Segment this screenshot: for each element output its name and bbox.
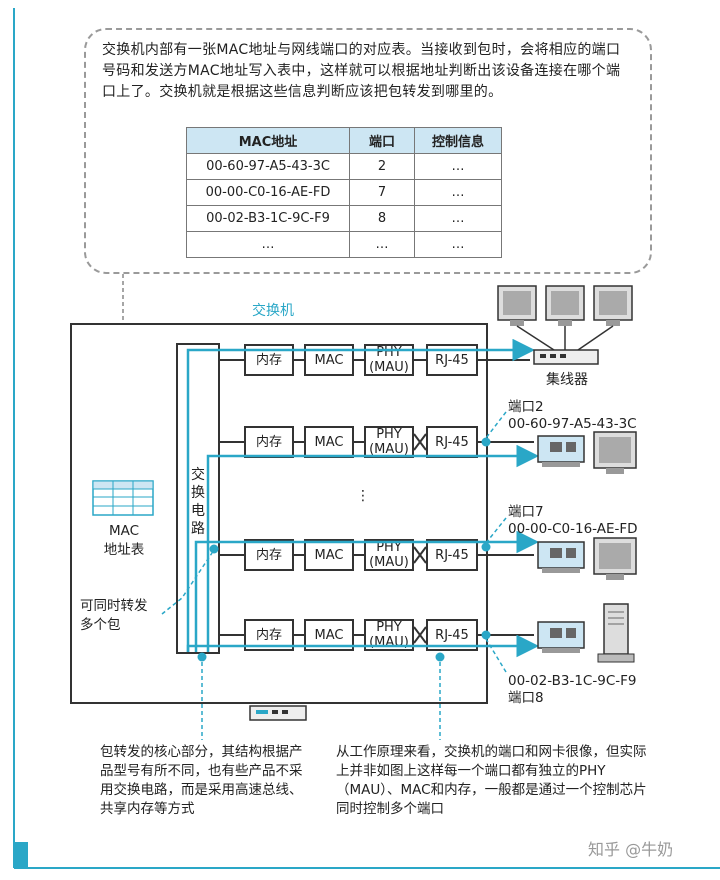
phy-label: (MAU) — [369, 442, 409, 457]
table-cell: … — [186, 231, 350, 258]
more-ports-ellipsis: ⋮ — [356, 488, 370, 504]
rj45-port: RJ-45 — [426, 344, 478, 376]
mac-chip: MAC — [304, 619, 354, 651]
rj45-port: RJ-45 — [426, 539, 478, 571]
port7-mac: 00-00-C0-16-AE-FD — [508, 521, 638, 537]
phy-label: PHY — [376, 427, 402, 442]
phy-label: (MAU) — [369, 635, 409, 650]
switch-device-icon — [249, 705, 307, 721]
hub-label: 集线器 — [546, 372, 588, 388]
table-cell: 00-60-97-A5-43-3C — [186, 153, 350, 180]
table-row: 00-60-97-A5-43-3C 2 … — [186, 153, 502, 180]
monitor-icon — [593, 537, 637, 580]
port7-label: 端口7 — [508, 504, 544, 520]
top-callout — [84, 28, 652, 274]
mac-address-table: MAC地址 端口 控制信息 00-60-97-A5-43-3C 2 … 00-0… — [186, 127, 502, 258]
phy-chip: PHY(MAU) — [364, 619, 414, 651]
monitor-icon — [593, 285, 633, 326]
phy-chip: PHY(MAU) — [364, 426, 414, 458]
table-cell: 00-02-B3-1C-9C-F9 — [186, 205, 350, 232]
network-card-icon — [537, 435, 585, 467]
table-header: MAC地址 — [186, 127, 350, 154]
hub-and-computers — [497, 285, 633, 365]
phy-label: (MAU) — [369, 360, 409, 375]
port2-mac: 00-60-97-A5-43-3C — [508, 416, 637, 432]
mac-chip: MAC — [304, 426, 354, 458]
phy-chip: PHY(MAU) — [364, 344, 414, 376]
intro-text: 交换机内部有一张MAC地址与网线端口的对应表。当接收到包时，会将相应的端口号码和… — [102, 42, 621, 100]
table-header: 端口 — [349, 127, 415, 154]
nic-and-monitor — [537, 537, 637, 580]
table-header: 控制信息 — [414, 127, 502, 154]
network-card-icon — [537, 621, 585, 653]
port2-label: 端口2 — [508, 399, 544, 415]
table-cell: 7 — [349, 179, 415, 206]
mac-table-label: 地址表 — [103, 542, 145, 558]
port8-label: 端口8 — [508, 690, 544, 706]
switching-fabric-label: 交换电路 — [191, 467, 205, 537]
memory-chip: 内存 — [244, 539, 294, 571]
table-cell: … — [349, 231, 415, 258]
note-fabric: 包转发的核心部分，其结构根据产品型号有所不同，也有些产品不采用交换电路，而是采用… — [100, 744, 303, 817]
table-cell: … — [414, 179, 502, 206]
phy-label: (MAU) — [369, 555, 409, 570]
note-ports: 从工作原理来看，交换机的端口和网卡很像，但实际上并非如图上这样每一个端口都有独立… — [336, 744, 647, 817]
nic-and-monitor — [537, 431, 637, 474]
table-row: … … … — [186, 231, 502, 258]
mac-chip: MAC — [304, 344, 354, 376]
network-card-icon — [537, 541, 585, 573]
memory-chip: 内存 — [244, 426, 294, 458]
watermark: 知乎 @牛奶 — [588, 840, 674, 859]
hub-icon — [533, 349, 599, 365]
parallel-forwarding-label: 多个包 — [80, 617, 121, 633]
monitor-icon — [545, 285, 585, 326]
mac-table-label: MAC — [108, 523, 140, 539]
table-cell: … — [414, 205, 502, 232]
server-tower-icon — [597, 603, 635, 663]
table-row: 00-00-C0-16-AE-FD 7 … — [186, 179, 502, 206]
frame-corner-tab — [14, 842, 28, 868]
table-cell: 8 — [349, 205, 415, 232]
parallel-forwarding-label: 可同时转发 — [80, 598, 148, 614]
nic-and-server — [537, 603, 635, 663]
memory-chip: 内存 — [244, 344, 294, 376]
memory-chip: 内存 — [244, 619, 294, 651]
phy-label: PHY — [376, 620, 402, 635]
switch-label: 交换机 — [252, 303, 294, 319]
table-cell: … — [414, 231, 502, 258]
table-cell: 2 — [349, 153, 415, 180]
table-cell: 00-00-C0-16-AE-FD — [186, 179, 350, 206]
mac-table-icon — [92, 480, 154, 516]
table-cell: … — [414, 153, 502, 180]
phy-chip: PHY(MAU) — [364, 539, 414, 571]
mac-chip: MAC — [304, 539, 354, 571]
table-row: 00-02-B3-1C-9C-F9 8 … — [186, 205, 502, 232]
phy-label: PHY — [376, 345, 402, 360]
rj45-port: RJ-45 — [426, 619, 478, 651]
monitor-icon — [497, 285, 537, 326]
monitor-icon — [593, 431, 637, 474]
rj45-port: RJ-45 — [426, 426, 478, 458]
phy-label: PHY — [376, 540, 402, 555]
port8-mac: 00-02-B3-1C-9C-F9 — [508, 673, 637, 689]
